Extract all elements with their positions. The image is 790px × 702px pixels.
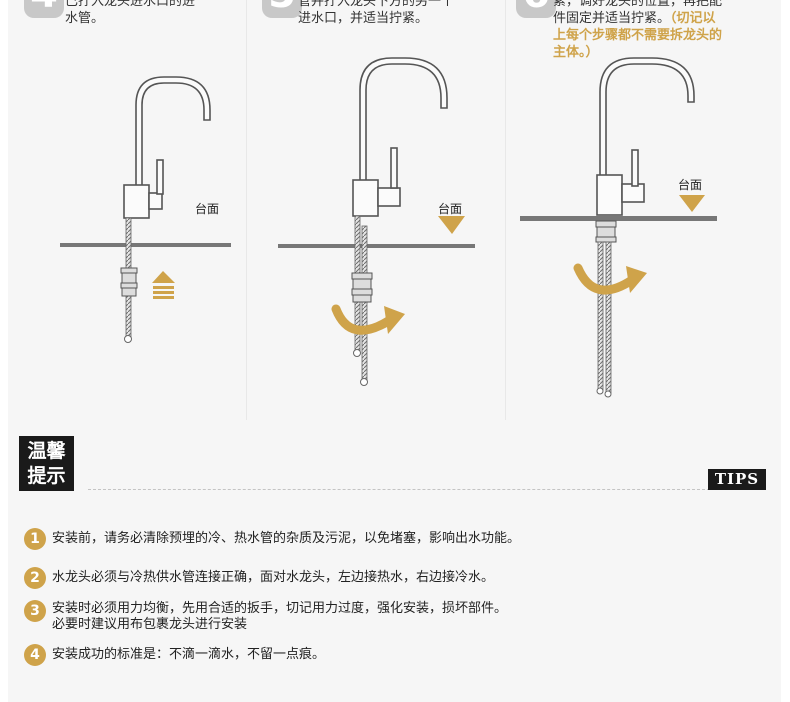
fixing-nut-4 xyxy=(120,267,138,297)
step-5-line-1: 管并拧入龙头下方的另一个 xyxy=(298,0,455,9)
tip-number-2: 2 xyxy=(24,567,46,589)
tip-item-2: 2 水龙头必须与冷热供水管连接正确，面对水龙头，左边接热水，右边接冷水。 xyxy=(24,567,494,589)
countertop-label-5: 台面 xyxy=(438,202,463,216)
step-6-line-2-text: 件固定并适当拧紧。 xyxy=(553,11,671,26)
faucet-illustration-6 xyxy=(596,57,695,216)
inlet-hose-6a xyxy=(597,241,604,391)
inlet-hose-5b xyxy=(361,225,368,382)
step-number-5: 5 xyxy=(262,0,302,18)
countertop-6 xyxy=(520,216,717,221)
hose-end-6a xyxy=(596,387,604,395)
countertop-5 xyxy=(278,244,475,248)
inlet-hose-6b xyxy=(605,241,612,394)
step-6-warning-line-1: 上每个步骤都不需要拆龙头的 xyxy=(553,28,723,43)
step-divider-1 xyxy=(246,0,247,420)
step-6-warning-line-2: 主体。） xyxy=(553,45,599,60)
tip-1-text: 安装前，请务必清除预埋的冷、热水管的杂质及污泥，以免堵塞，影响出水功能。 xyxy=(52,531,521,546)
step-number-6: 6 xyxy=(516,0,556,18)
step-number-4: 4 xyxy=(24,0,64,18)
tips-dashed-divider xyxy=(88,489,710,490)
tip-number-1: 1 xyxy=(24,528,46,550)
step-6-line-1: 紧，调好龙头的位置，再把配 xyxy=(553,0,723,9)
down-arrow-icon-6 xyxy=(679,195,705,212)
fixing-nut-6 xyxy=(595,220,617,243)
hose-end-5b xyxy=(360,378,368,386)
tips-tag: TIPS xyxy=(708,469,766,490)
faucet-illustration-4 xyxy=(123,76,211,219)
step-6-warning-start: （切记以 xyxy=(670,11,716,26)
countertop-label-4: 台面 xyxy=(195,202,220,216)
step-4-line-2: 水管。 xyxy=(65,11,105,26)
down-arrow-icon-5 xyxy=(438,216,465,234)
step-5-line-2: 进水口，并适当拧紧。 xyxy=(298,11,429,26)
tips-badge-line-1: 温馨 xyxy=(27,440,66,462)
tip-2-text: 水龙头必须与冷热供水管连接正确，面对水龙头，左边接热水，右边接冷水。 xyxy=(52,570,495,585)
tip-number-4: 4 xyxy=(24,644,46,666)
step-5-text: 管并拧入龙头下方的另一个 进水口，并适当拧紧。 xyxy=(298,0,454,27)
installation-illustrations xyxy=(60,57,717,398)
push-up-arrow-icon xyxy=(152,271,175,299)
tip-item-4: 4 安装成功的标准是：不滴一滴水，不留一点痕。 xyxy=(24,644,325,666)
tip-4-text: 安装成功的标准是：不滴一滴水，不留一点痕。 xyxy=(52,647,326,662)
fixing-nut-5 xyxy=(351,272,373,303)
tip-item-1: 1 安装前，请务必清除预埋的冷、热水管的杂质及污泥，以免堵塞，影响出水功能。 xyxy=(24,528,520,550)
tip-3-text-line-1: 安装时必须用力均衡，先用合适的扳手，切记用力过度，强化安装，损坏部件。 xyxy=(52,601,508,616)
tip-item-3: 3 安装时必须用力均衡，先用合适的扳手，切记用力过度，强化安装，损坏部件。 必要… xyxy=(24,598,507,633)
countertop-4 xyxy=(60,243,231,247)
step-4-text: 已拧入龙头进水口的进 水管。 xyxy=(65,0,195,27)
hose-end-6b xyxy=(604,390,612,398)
tips-badge-line-2: 提示 xyxy=(27,465,66,487)
rotate-arrow-icon-6 xyxy=(573,263,647,295)
faucet-illustration-5 xyxy=(352,57,448,217)
hose-end-5a xyxy=(353,349,361,357)
step-6-line-2: 件固定并适当拧紧。（切记以 xyxy=(553,10,722,27)
tips-badge: 温馨 提示 xyxy=(19,436,74,491)
step-4-line-1: 已拧入龙头进水口的进 xyxy=(65,0,196,9)
tip-number-3: 3 xyxy=(24,600,46,622)
step-6-text: 紧，调好龙头的位置，再把配 件固定并适当拧紧。（切记以 上每个步骤都不需要拆龙头… xyxy=(553,0,722,61)
tip-3-text-line-2: 必要时建议用布包裹龙头进行安装 xyxy=(52,617,248,632)
countertop-label-6: 台面 xyxy=(678,178,703,192)
step-divider-2 xyxy=(505,0,506,420)
hose-end-4 xyxy=(124,335,132,343)
rotate-arrow-icon-5 xyxy=(331,304,405,335)
